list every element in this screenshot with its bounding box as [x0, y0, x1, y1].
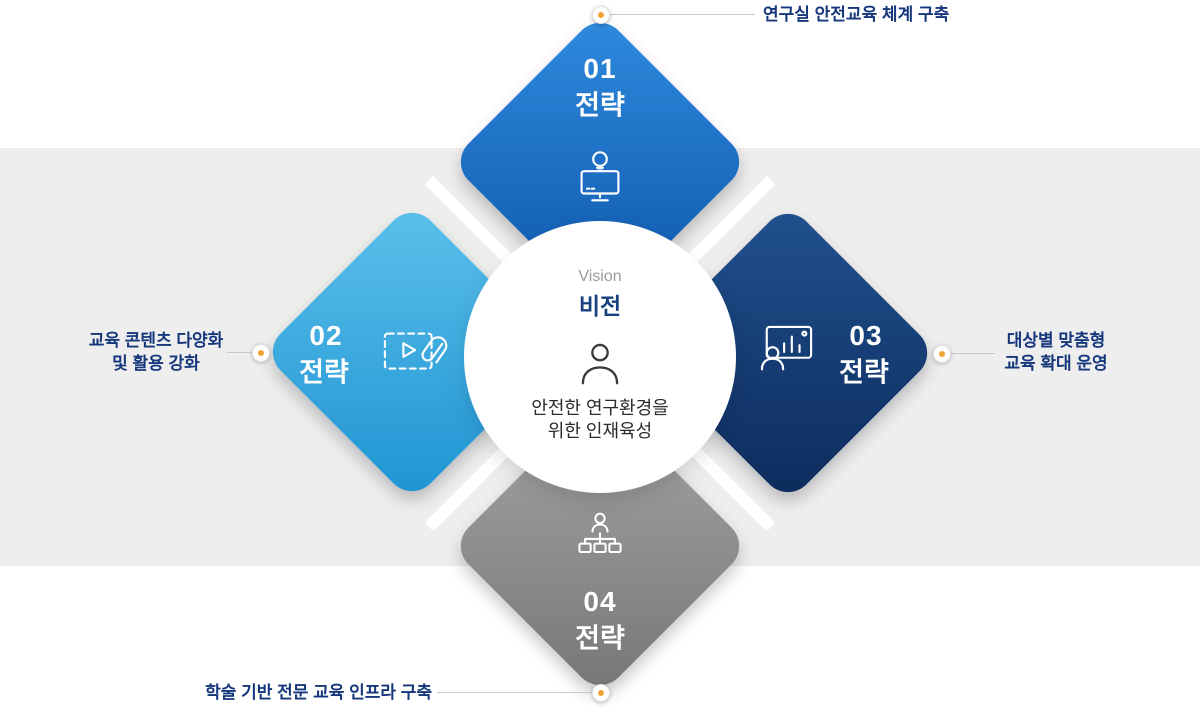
- vision-description-line1: 안전한 연구환경을: [531, 398, 669, 418]
- connector-line-left: [227, 352, 252, 353]
- vision-description-line2: 위한 인재육성: [547, 421, 653, 441]
- person-icon: [573, 340, 627, 394]
- strategy-04-label: 전략: [575, 623, 625, 654]
- connector-line-top: [608, 14, 755, 15]
- vision-description: 안전한 연구환경을 위한 인재육성: [531, 397, 668, 443]
- bullet-dot-bottom: [592, 684, 610, 702]
- video-content-icon: [382, 325, 450, 381]
- vision-circle: [473, 230, 727, 484]
- callout-strategy-02-line2: 및 활용 강화: [112, 354, 200, 373]
- callout-strategy-02: 교육 콘텐츠 다양화 및 활용 강화: [56, 329, 256, 375]
- bullet-dot-right: [933, 345, 951, 363]
- vision-title-en: Vision: [578, 268, 622, 285]
- connector-line-right: [949, 353, 995, 354]
- callout-strategy-03: 대상별 맞춤형 교육 확대 운영: [996, 329, 1116, 375]
- callout-strategy-02-line1: 교육 콘텐츠 다양화: [88, 331, 224, 350]
- bullet-dot-core: [598, 12, 604, 18]
- bullet-dot-core: [258, 350, 264, 356]
- strategy-03-label: 전략: [839, 357, 889, 388]
- callout-strategy-01: 연구실 안전교육 체계 구축: [763, 5, 950, 24]
- callout-strategy-03-line2: 교육 확대 운영: [1004, 354, 1108, 373]
- strategy-02-number: 02: [309, 320, 343, 351]
- strategy-01-number: 01: [583, 53, 617, 84]
- audience-chart-icon: [754, 324, 820, 378]
- connector-line-bottom: [437, 692, 592, 693]
- bullet-dot-core: [939, 351, 945, 357]
- callout-strategy-03-line1: 대상별 맞춤형: [1006, 331, 1106, 350]
- bullet-dot-core: [598, 690, 604, 696]
- org-hierarchy-icon: [572, 510, 628, 566]
- bullet-dot-left: [252, 344, 270, 362]
- strategy-03-number: 03: [849, 320, 883, 351]
- strategy-04-number: 04: [583, 586, 617, 617]
- monitor-lightbulb-icon: [569, 147, 631, 209]
- callout-strategy-04: 학술 기반 전문 교육 인프라 구축: [205, 683, 432, 702]
- vision-title-ko: 비전: [578, 293, 622, 319]
- bullet-dot-top: [592, 6, 610, 24]
- strategy-02-label: 전략: [299, 357, 349, 388]
- strategy-01-label: 전략: [575, 90, 625, 121]
